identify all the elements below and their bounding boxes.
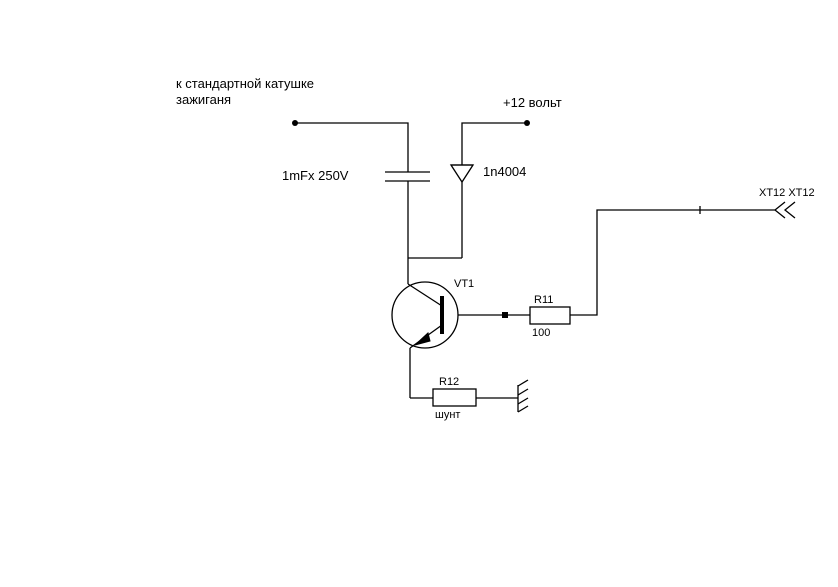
transistor-vt1	[391, 281, 459, 398]
resistor-r12	[410, 388, 518, 407]
r12-name-label: R12	[439, 376, 459, 388]
r11-name-label: R11	[534, 294, 553, 306]
coil-label-line2: зажиганя	[176, 92, 231, 107]
collector-junction-wire	[407, 257, 462, 284]
r11-value-label: 100	[532, 327, 550, 339]
connector-label: XT12 XT12	[759, 187, 815, 199]
resistor-r11	[529, 206, 775, 325]
connector-xt12	[773, 201, 796, 219]
diode-label: 1n4004	[483, 164, 526, 179]
coil-label-line1: к стандартной катушке	[176, 76, 314, 91]
transistor-label: VT1	[454, 278, 474, 290]
diode-d1	[449, 164, 475, 258]
supply-label: +12 вольт	[503, 95, 562, 110]
capacitor-label: 1mFx 250V	[282, 168, 349, 183]
ground-symbol	[517, 379, 529, 413]
capacitor-c1	[385, 171, 430, 258]
base-wire	[458, 312, 530, 318]
coil-terminal	[292, 120, 409, 172]
r12-value-label: шунт	[435, 409, 460, 421]
supply-terminal	[461, 120, 530, 165]
